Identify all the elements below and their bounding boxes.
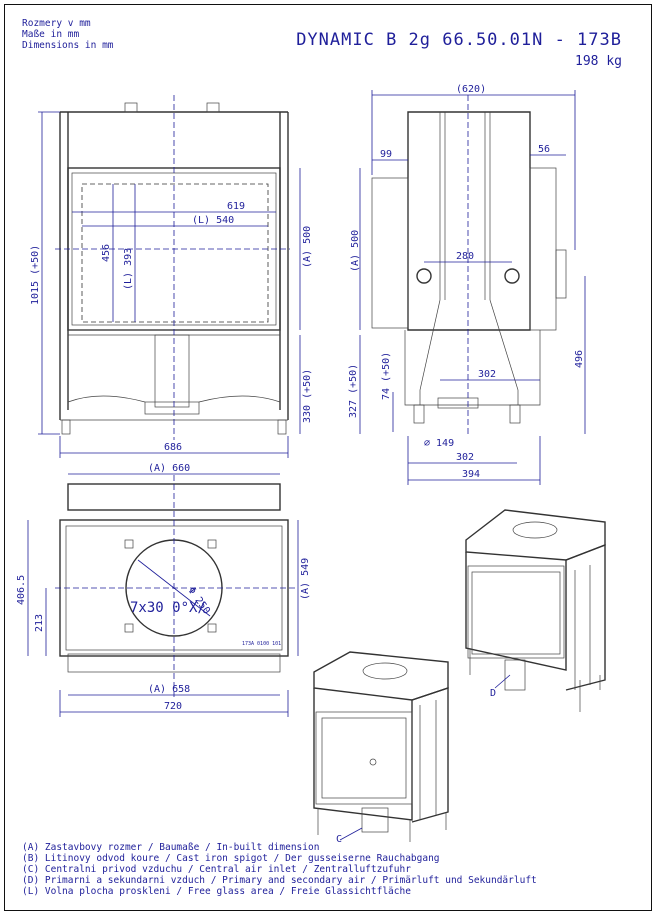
side-depth-total-dim: (620): [456, 84, 486, 95]
side-width-302-lower-dim: 302: [456, 452, 474, 463]
side-width-302-upper-dim: 302: [478, 369, 496, 380]
top-inbuilt-width-top-dim: (A) 660: [148, 463, 190, 474]
front-opening-width-dim: 619: [227, 201, 245, 212]
front-glass-height-dim: (L) 393: [123, 248, 134, 290]
legend-d: (D) Primarni a sekundarni vzduch / Prima…: [22, 875, 537, 886]
side-left-offset-dim: 99: [380, 149, 392, 160]
top-label-plate: 173A 0100 101: [242, 641, 281, 647]
side-inlet-diameter-dim: ∅ 149: [424, 438, 454, 449]
model-weight: 198 kg: [575, 54, 622, 69]
front-base-height-dim: 330 (+50): [302, 369, 313, 423]
front-width-total-dim: 686: [164, 442, 182, 453]
legend-b: (B) Litinovy odvod koure / Cast iron spi…: [22, 853, 440, 864]
top-height-406-dim: 406.5: [16, 575, 27, 605]
units-en: Dimensions in mm: [22, 40, 114, 51]
front-glass-width-dim: (L) 540: [192, 215, 234, 226]
legend: (A) Zastavbovy rozmer / Baumaße / In-bui…: [22, 842, 537, 897]
legend-c: (C) Centralni privod vzduchu / Central a…: [22, 864, 411, 875]
side-leg-height-dim: 74 (+50): [381, 352, 392, 400]
side-height-496-dim: 496: [574, 350, 585, 368]
top-height-213-dim: 213: [34, 614, 45, 632]
callout-d: D: [490, 688, 496, 699]
isometric-rear-view: [465, 509, 606, 712]
side-right-offset-dim: 56: [538, 144, 550, 155]
sheet-border: [4, 4, 652, 911]
units-cz: Rozmery v mm: [22, 18, 91, 29]
model-title: DYNAMIC B 2g 66.50.01N - 173B: [296, 30, 622, 50]
legend-a: (A) Zastavbovy rozmer / Baumaße / In-bui…: [22, 842, 320, 853]
top-inbuilt-width-bottom-dim: (A) 658: [148, 684, 190, 695]
top-bolt-pattern: 7x30 0°X/: [130, 600, 206, 616]
top-inbuilt-depth-dim: (A) 549: [300, 558, 311, 600]
side-width-394-dim: 394: [462, 469, 480, 480]
side-inlet-spacing-dim: 280: [456, 251, 474, 262]
front-inbuilt-height-dim: (A) 500: [302, 226, 313, 268]
front-view: 1015 (+50) 619 (L) 540 456 (L) 393 (A) 5…: [30, 95, 313, 458]
isometric-front-view: [313, 651, 449, 842]
units-de: Maße in mm: [22, 29, 80, 40]
top-view: (A) 660 406.5 213 (A) 549 7x30 0°X/ Φ 25…: [16, 463, 311, 717]
units-note: Rozmery v mm Maße in mm Dimensions in mm: [22, 18, 114, 51]
front-opening-height-dim: 456: [101, 244, 112, 262]
side-base-height-dim: 327 (+50): [348, 364, 359, 418]
side-view: (620) 99 56 (A) 500 280 496 327 (+50) 74…: [348, 84, 586, 485]
top-width-total-dim: 720: [164, 701, 182, 712]
front-height-total-dim: 1015 (+50): [30, 245, 41, 305]
side-inbuilt-height-dim: (A) 500: [350, 230, 361, 272]
callout-c: C: [336, 834, 342, 845]
legend-l: (L) Volna plocha proskleni / Free glass …: [22, 886, 411, 897]
